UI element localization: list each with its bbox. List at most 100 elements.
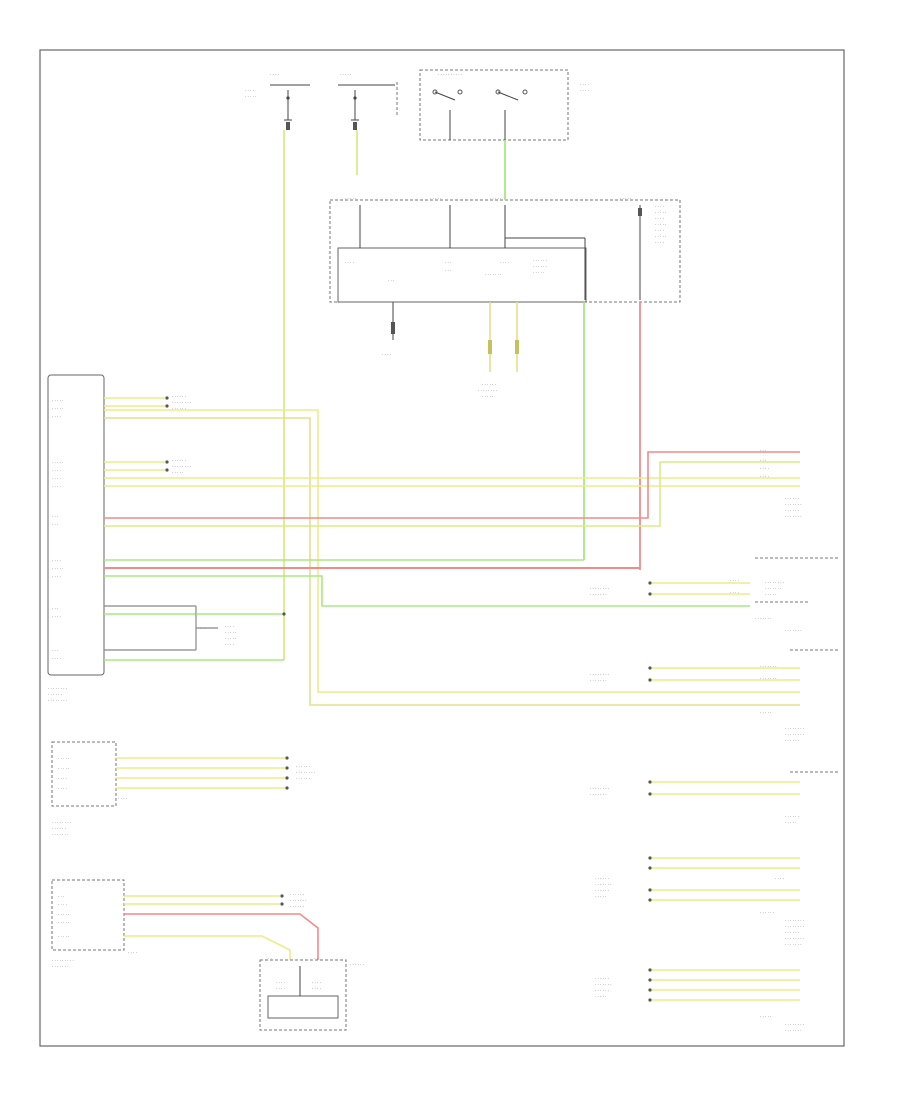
right-connector-top: · · · · · · · · · · · · · · · · · · · · …	[755, 448, 840, 559]
svg-text:· · · · · ·: · · · · · ·	[52, 826, 66, 831]
svg-text:· · · ·: · · · ·	[580, 82, 589, 87]
svg-text:· ·: · ·	[314, 956, 318, 961]
svg-text:· · · · ·: · · · · ·	[595, 994, 606, 999]
svg-text:· · · · · ·: · · · · · ·	[595, 888, 609, 893]
svg-text:· · · ·: · · · ·	[270, 72, 279, 77]
brake-shift-interlock: · · · · · · · · · · · · · · · · · · · · …	[259, 956, 364, 1031]
svg-text:· · · · ·: · · · · ·	[655, 210, 666, 215]
svg-text:· · · · ·: · · · · ·	[245, 94, 256, 99]
svg-text:· · · · ·: · · · · ·	[225, 630, 236, 635]
svg-text:· · · ·: · · · ·	[730, 590, 739, 595]
svg-text:· · · ·: · · · ·	[52, 656, 61, 661]
svg-text:· · · · · · · ·: · · · · · · · ·	[590, 672, 609, 677]
svg-text:· · · · ·: · · · · ·	[52, 406, 63, 411]
top-fuse-left: · · · · · · · · · · · · ·	[245, 72, 310, 130]
svg-text:· · · · · · · ·: · · · · · · · ·	[785, 924, 804, 929]
svg-text:· · · · ·: · · · · ·	[760, 710, 771, 715]
svg-text:· · · · · ·: · · · · · ·	[290, 904, 304, 909]
svg-text:· · · · · · · ·: · · · · · · · ·	[52, 820, 71, 825]
svg-text:· · · · · ·: · · · · · ·	[785, 496, 799, 501]
svg-text:· · · · ·: · · · · ·	[225, 636, 236, 641]
svg-text:· · ·: · · ·	[760, 458, 766, 463]
svg-text:· · · · ·: · · · · ·	[58, 934, 69, 939]
svg-text:· · · ·: · · · ·	[760, 466, 769, 471]
svg-text:· · · · · ·: · · · · · ·	[785, 738, 799, 743]
svg-text:· · · · ·: · · · · ·	[340, 72, 351, 77]
tcm-right: · · · · · · · · · · · · · · · · · · · · …	[590, 780, 800, 825]
svg-text:· · ·: · · ·	[52, 522, 58, 527]
svg-text:· · · ·: · · · ·	[345, 260, 354, 265]
svg-text:· · · · · ·: · · · · · ·	[482, 382, 496, 387]
svg-text:· · · · · ·: · · · · · ·	[760, 910, 774, 915]
svg-text:· · · ·: · · · ·	[382, 352, 391, 357]
svg-text:· · · · · · ·: · · · · · · ·	[590, 592, 607, 597]
svg-text:· · · · · ·: · · · · · ·	[172, 458, 186, 463]
pcm-wires: · · · · · · · · · · · · · · · · · · · · …	[104, 394, 800, 706]
svg-text:· · · · · · ·: · · · · · · ·	[485, 272, 502, 277]
svg-text:· · · · · ·: · · · · · ·	[533, 258, 547, 263]
svg-text:· · · · · · ·: · · · · · · ·	[590, 792, 607, 797]
svg-text:· · · · ·: · · · · ·	[765, 592, 776, 597]
svg-text:· · · · · · ·: · · · · · · ·	[785, 628, 802, 633]
svg-text:· · · · · · · ·: · · · · · · · ·	[296, 770, 315, 775]
svg-text:· · · · ·: · · · · ·	[655, 234, 666, 239]
svg-text:· · · · · ·: · · · · · ·	[785, 508, 799, 513]
svg-text:· · · ·: · · · ·	[52, 574, 61, 579]
svg-text:· · · · ·: · · · · ·	[785, 820, 796, 825]
svg-text:· · · · · · · ·: · · · · · · · ·	[478, 388, 497, 393]
svg-text:· · · ·: · · · ·	[655, 228, 664, 233]
svg-text:· · · ·: · · · ·	[225, 624, 234, 629]
svg-text:· · · · · · ·: · · · · · · ·	[52, 832, 69, 837]
svg-text:· · · ·: · · · ·	[655, 204, 664, 209]
svg-text:· · · · · · · ·: · · · · · · · ·	[48, 698, 67, 703]
svg-text:· · · · ·: · · · · ·	[58, 920, 69, 925]
svg-text:· · ·: · · ·	[58, 894, 64, 899]
svg-text:· · · ·: · · · ·	[52, 558, 61, 563]
svg-text:· · · · · ·: · · · · · ·	[785, 814, 799, 819]
svg-text:· · · · · ·: · · · · · ·	[172, 406, 186, 411]
svg-text:· · · · · · ·: · · · · · · ·	[290, 898, 307, 903]
svg-text:· · · · · ·: · · · · · ·	[172, 394, 186, 399]
svg-text:· · · · · ·: · · · · · ·	[595, 876, 609, 881]
svg-text:· ·: · ·	[268, 956, 272, 961]
svg-text:· · · · ·: · · · · ·	[430, 196, 441, 201]
svg-text:· · · · · ·: · · · · · ·	[595, 976, 609, 981]
svg-text:· · ·: · · ·	[445, 268, 451, 273]
svg-text:· · ·: · · ·	[52, 514, 58, 519]
svg-text:· · · · ·: · · · · ·	[172, 470, 183, 475]
svg-text:· · · · · · · ·: · · · · · · · ·	[785, 936, 804, 941]
svg-text:· · · ·: · · · ·	[276, 980, 285, 985]
svg-text:· · · · · ·: · · · · · ·	[595, 988, 609, 993]
bottom-right-module: · · · · · · · · · · · · · · · · · · · · …	[595, 968, 804, 1033]
svg-text:· · · · · · ·: · · · · · · ·	[785, 1028, 802, 1033]
svg-text:· · · · · · ·: · · · · · · ·	[785, 942, 802, 947]
shift-interlock-group: · · · · · · · · · · · · · · · · · · · · …	[595, 856, 804, 947]
svg-text:· · · ·: · · · ·	[52, 468, 61, 473]
svg-text:· · · · · ·: · · · · · ·	[296, 776, 310, 781]
svg-text:· · · · ·: · · · · ·	[345, 196, 356, 201]
svg-text:· · · · ·: · · · · ·	[595, 894, 606, 899]
svg-text:· · · · · · ·: · · · · · · ·	[785, 502, 802, 507]
svg-text:· · · · · · ·: · · · · · · ·	[590, 678, 607, 683]
svg-text:· · · · ·: · · · · ·	[52, 460, 63, 465]
svg-text:· · · · · · · ·: · · · · · · · ·	[765, 580, 784, 585]
svg-text:· · · · · · ·: · · · · · · ·	[765, 586, 782, 591]
svg-text:· · · ·: · · · ·	[52, 414, 61, 419]
svg-text:· · · ·: · · · ·	[52, 476, 61, 481]
svg-text:· · · · ·: · · · · ·	[482, 394, 493, 399]
svg-text:· · ·: · · ·	[52, 606, 58, 611]
svg-text:· · · · · · · ·: · · · · · · · ·	[48, 686, 67, 691]
svg-text:· · · · ·: · · · · ·	[58, 756, 69, 761]
svg-text:· · · ·: · · · ·	[655, 240, 664, 245]
svg-text:· · · · ·: · · · · ·	[620, 196, 631, 201]
top-fuse-right: · · · · ·	[338, 72, 398, 130]
svg-text:· · · · · · ·: · · · · · · ·	[760, 676, 777, 681]
svg-text:· · · ·: · · · ·	[58, 902, 67, 907]
svg-text:· · · · ·: · · · · ·	[52, 566, 63, 571]
svg-text:· · · ·: · · · ·	[52, 614, 61, 619]
svg-text:· · · ·: · · · ·	[580, 88, 589, 93]
svg-text:· · · · · · · ·: · · · · · · · ·	[785, 918, 804, 923]
svg-text:· · · · · ·: · · · · · ·	[533, 264, 547, 269]
svg-text:· · · ·: · · · ·	[655, 216, 664, 221]
